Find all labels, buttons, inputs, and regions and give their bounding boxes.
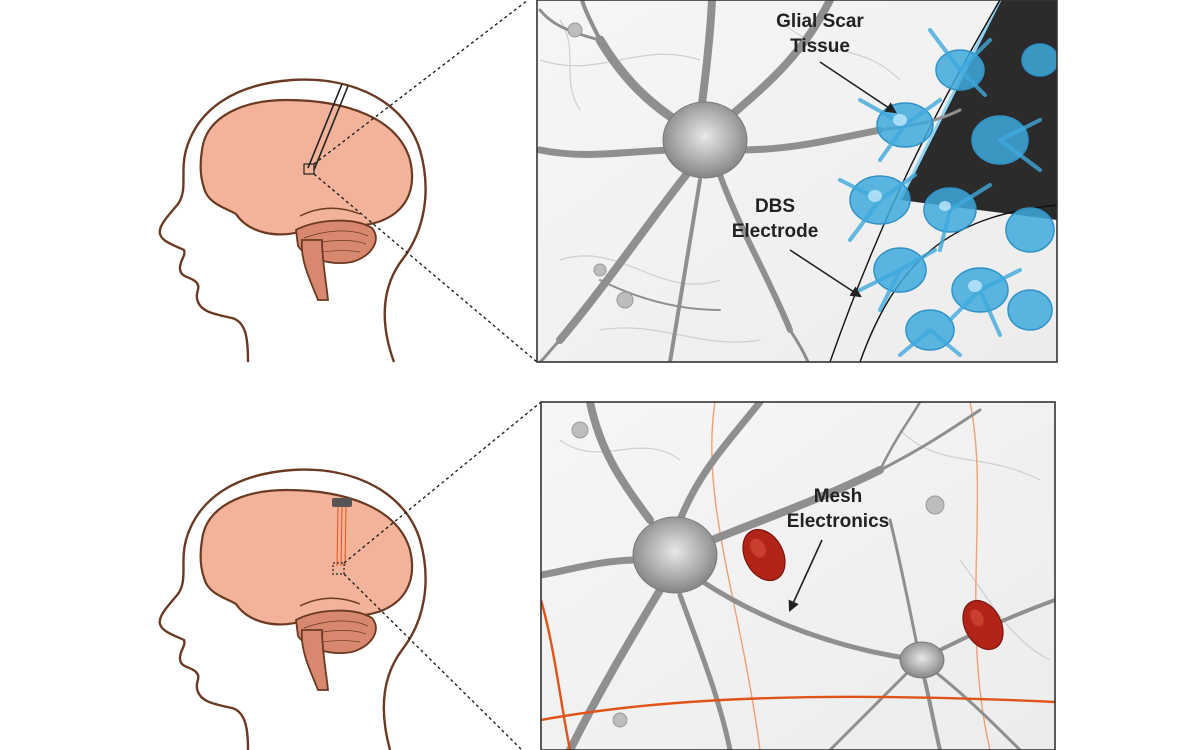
neuron-soma-bottom <box>632 516 718 594</box>
zoom-lines-bottom <box>343 401 542 750</box>
head-profile-bottom <box>158 468 427 750</box>
brainstem-bottom <box>300 629 329 691</box>
brain-bottom <box>199 488 414 626</box>
neuron-soma-bottom-2 <box>899 641 945 679</box>
brainstem-top <box>300 239 329 301</box>
brain-top <box>199 98 414 236</box>
label-glial-scar-line2: Tissue <box>790 36 850 57</box>
dbs-electrode-implant <box>303 83 349 175</box>
head-profile-top <box>158 78 427 363</box>
neuron-soma-top <box>662 101 748 179</box>
label-dbs-line1: DBS <box>755 196 795 217</box>
label-dbs-line2: Electrode <box>732 221 819 242</box>
mesh-implant-wires <box>336 506 347 567</box>
label-mesh-line1: Mesh <box>814 486 863 507</box>
panel-glial-scar: Glial Scar Tissue DBS Electrode <box>537 0 1057 362</box>
panel-mesh-electronics: Mesh Electronics <box>541 402 1055 750</box>
arrow-dbs-electrode <box>789 249 862 298</box>
arrow-mesh-electronics <box>788 539 823 613</box>
zoom-lines-top <box>313 0 538 363</box>
arrow-glial-scar <box>819 61 897 114</box>
mesh-implant-connector <box>332 498 352 507</box>
label-glial-scar-line1: Glial Scar <box>776 11 864 32</box>
dbs-electrode-shaft <box>900 0 1057 220</box>
label-mesh-line2: Electronics <box>787 511 889 532</box>
panel-top-border <box>536 0 1058 363</box>
mesh-electronics-wires <box>541 599 1055 750</box>
panel-bottom-border <box>540 401 1056 750</box>
